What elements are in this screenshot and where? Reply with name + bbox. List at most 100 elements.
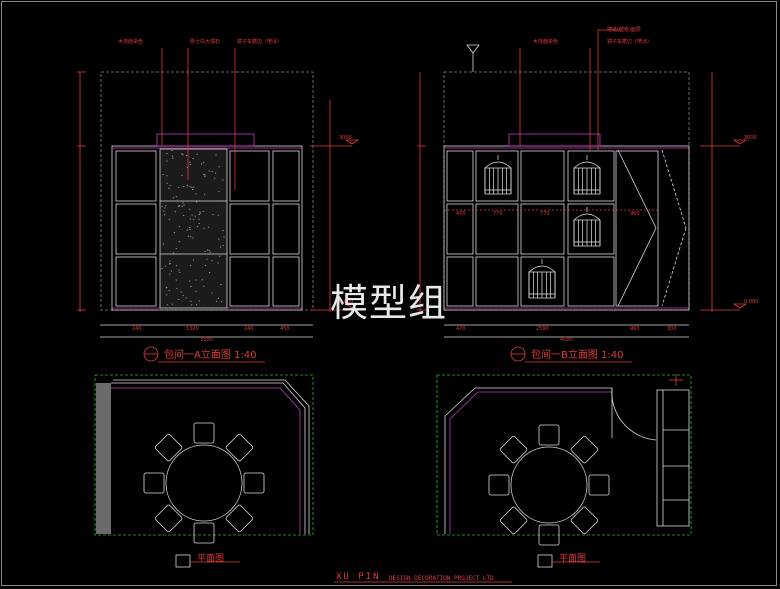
elevation-b-total-width: 4500 [560,337,573,343]
elevation-b-mid-dim-3: 770 [540,211,550,217]
marble-speck [187,235,189,237]
round-table [165,444,243,522]
marble-speck [173,232,175,234]
elevation-a-callout-3: 镜子车磨边（喷涂） [237,39,283,45]
marble-speck [178,269,180,271]
marble-speck [169,262,171,264]
marble-speck [192,259,194,261]
plan-2-cabinet [656,389,690,527]
elevation-a-panel [272,150,300,202]
elevation-b-ceiling-marker [466,44,480,54]
round-table [510,446,588,524]
elevation-b-mid-dim-4: 960 [630,211,640,217]
marble-speck [195,279,197,281]
birdcage-icon [573,155,601,195]
marble-speck [172,157,174,159]
marble-speck [198,223,200,224]
marble-speck [203,174,205,175]
marble-speck [189,208,191,210]
elevation-a-level-bottom: 0.000 [339,299,354,305]
dining-chair [193,522,215,544]
marble-speck [175,265,178,267]
marble-speck [201,279,203,281]
marble-speck [195,304,198,306]
marble-speck [183,215,185,216]
marble-speck [217,297,219,299]
plan-2-title: 平面图 [559,554,587,564]
dining-chair [143,472,165,494]
elevation-b-birdcages [484,155,601,299]
marble-speck [181,174,183,176]
marble-speck [161,268,163,269]
marble-speck [198,218,200,220]
elevation-a-callout-1: 木饰面染色 [118,39,144,45]
marble-speck [204,174,206,176]
marble-speck [189,227,191,229]
plan-1-boundary [94,374,314,536]
elevation-b-mid-dim-1: 470 [456,211,466,217]
brand-name: XU PIN [336,572,381,582]
dining-chair [538,524,560,546]
marble-speck [223,236,225,238]
marble-speck [180,291,182,293]
marble-speck [168,188,170,189]
plan-1 [94,374,314,568]
marble-speck [202,211,204,212]
marble-speck [181,153,183,155]
marble-speck [181,205,183,207]
marble-speck [186,155,188,156]
marble-speck [217,214,219,216]
marble-speck [218,238,220,240]
marble-speck [175,279,177,281]
marble-speck [204,176,206,178]
elevation-a-panel [229,150,270,202]
elevation-b-panel [520,256,565,307]
dining-chair [243,472,265,494]
elevation-a-title: 包间一A立面图 1:40 [164,350,257,361]
marble-speck [194,215,196,217]
marble-speck [219,255,221,257]
elevation-b-panel [475,150,519,202]
marble-speck [164,207,166,209]
elevation-a-panel [229,256,270,307]
dining-chair [499,435,528,464]
dining-chair [570,506,599,535]
marble-speck [186,229,188,231]
plan-2-dining-set [488,424,610,546]
elevation-b-ceiling-outline [443,71,690,311]
marble-speck [206,258,208,260]
marble-speck [222,200,224,202]
elevation-b-dim-2: 2590 [536,326,549,332]
marble-speck [178,205,180,206]
marble-speck [166,294,168,296]
elevation-b-door-panel [615,150,659,307]
marble-speck [192,237,194,239]
marble-speck [206,249,209,251]
marble-speck [179,271,181,273]
elevation-a-total-width: 3500 [200,337,213,343]
marble-speck [209,272,211,273]
marble-speck [189,164,191,165]
marble-speck [196,201,198,203]
elevation-b-dim-3: 960 [630,326,640,332]
dining-chair [570,435,599,464]
marble-speck [222,179,224,181]
elevation-b-panel [446,203,474,255]
plan-2-wall-line [444,387,612,534]
marble-speck [178,226,181,227]
marble-speck [166,304,168,306]
elevation-a-level-top-marker [344,139,360,145]
marble-speck [164,265,167,267]
marble-speck [189,186,191,188]
marble-speck [166,160,168,162]
elevation-b-level-bottom-marker [732,303,748,309]
marble-speck [183,186,185,187]
plan-1-wall-line [111,382,306,534]
elevation-a-dim-4: 450 [280,326,290,332]
dining-chair [488,474,510,496]
marble-speck [186,184,189,186]
elevation-b-panel [446,150,474,202]
elevation-a-marble-texture [161,150,225,306]
marble-speck [189,265,192,267]
plan-1-wall-hatch [96,383,111,534]
